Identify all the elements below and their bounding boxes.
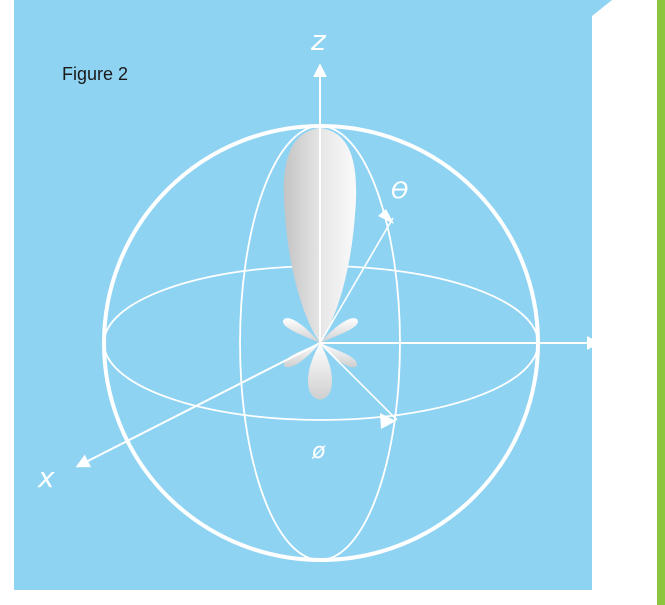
projection-vector: [319, 342, 398, 421]
theta-label: ϴ: [391, 179, 408, 204]
side-lobe-lower-right: [320, 343, 357, 368]
figure-caption: Figure 2: [62, 64, 128, 84]
x-axis-label: x: [37, 461, 55, 494]
y-axis-label: y: [611, 329, 629, 362]
x-axis: [75, 342, 321, 468]
radial-vector: [319, 217, 394, 344]
side-lobe-upper-left: [283, 318, 320, 343]
theta-arrow-icon: [378, 209, 394, 224]
side-accent-bar: [657, 0, 665, 605]
side-lobes: [283, 318, 358, 400]
side-lobe-lower-left: [284, 343, 320, 368]
back-lobe: [308, 343, 332, 400]
phi-arrow-icon: [380, 413, 396, 429]
phi-label: ø: [311, 439, 326, 464]
z-axis-label: z: [310, 24, 327, 57]
side-lobe-upper-right: [320, 318, 358, 343]
